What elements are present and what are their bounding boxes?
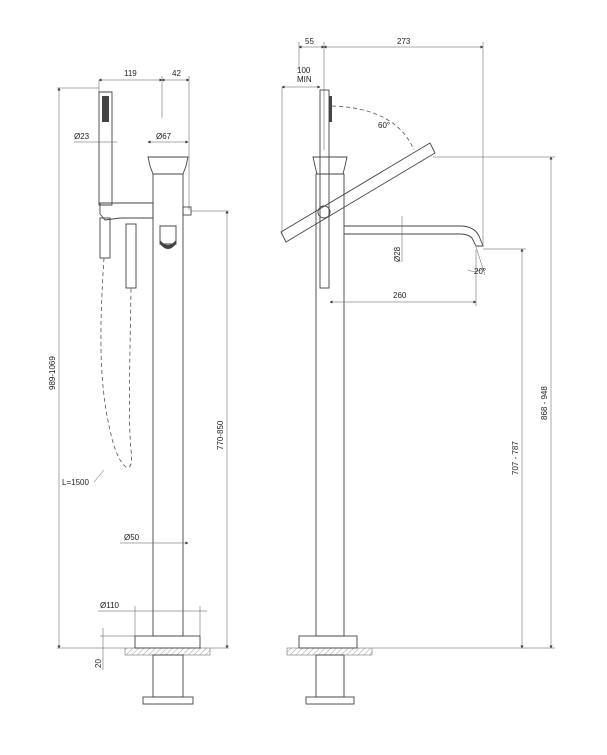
front-base-plate <box>134 635 201 649</box>
side-base-plate <box>298 635 358 649</box>
side-handshower-nozzles <box>329 96 332 122</box>
side-floor-hatch <box>286 647 373 656</box>
dim-20deg-ext <box>475 246 486 276</box>
dim-d23-text: Ø23 <box>74 132 90 141</box>
front-handshower-handle <box>99 217 111 259</box>
side-tilted-handshower <box>280 142 436 243</box>
dim-273-text: 273 <box>397 37 411 46</box>
dim-260-text: 260 <box>393 291 407 300</box>
front-column <box>152 173 184 637</box>
side-stem-below-floor <box>315 654 345 698</box>
side-spout <box>344 225 484 247</box>
front-handshower-nozzles <box>102 96 109 122</box>
dim-20deg-text: 20° <box>474 267 486 276</box>
dim-119-text: 119 <box>124 69 137 78</box>
dim-d28-text: Ø28 <box>393 246 402 262</box>
dim-55-text: 55 <box>305 37 314 46</box>
front-outlet-nozzle <box>160 240 176 249</box>
front-handshower-head <box>98 91 113 206</box>
side-view: 60° 55 273 100 MIN Ø28 20° 260 707 - 787 <box>280 37 555 705</box>
dim-outlet-height-text: 707 - 787 <box>511 441 520 475</box>
dim-min-text: MIN <box>297 75 312 84</box>
side-head <box>312 156 348 175</box>
dim-d50-text: Ø50 <box>124 533 140 542</box>
dim-spout-top-height-text: 868 - 948 <box>540 386 549 420</box>
front-view: 119 42 Ø23 Ø67 989-1069 770-850 Ø50 Ø110… <box>48 69 229 705</box>
front-holder-bracket <box>99 202 154 221</box>
dim-d110-text: Ø110 <box>100 601 120 610</box>
front-stem-below-floor <box>152 654 184 698</box>
front-hose <box>100 257 132 468</box>
dim-d67-text: Ø67 <box>156 132 172 141</box>
dim-hose-text: L=1500 <box>62 478 89 487</box>
front-side-knob <box>182 206 192 216</box>
dim-body-height-text: 770-850 <box>216 420 225 450</box>
front-hose-connector <box>125 223 137 289</box>
dim-hose-leader <box>93 469 105 483</box>
front-head <box>147 156 189 175</box>
dim-100-text: 100 <box>297 66 311 75</box>
side-handshower <box>319 89 330 289</box>
front-foot <box>142 696 194 705</box>
dim-42-text: 42 <box>172 69 181 78</box>
side-foot <box>305 696 355 705</box>
side-angle-arc <box>331 105 415 151</box>
dim-60-text: 60° <box>378 121 390 130</box>
dim-overall-height-text: 989-1069 <box>48 356 57 390</box>
dim-20-text: 20 <box>94 659 103 668</box>
front-floor-hatch <box>124 647 211 656</box>
front-outlet <box>159 225 177 245</box>
